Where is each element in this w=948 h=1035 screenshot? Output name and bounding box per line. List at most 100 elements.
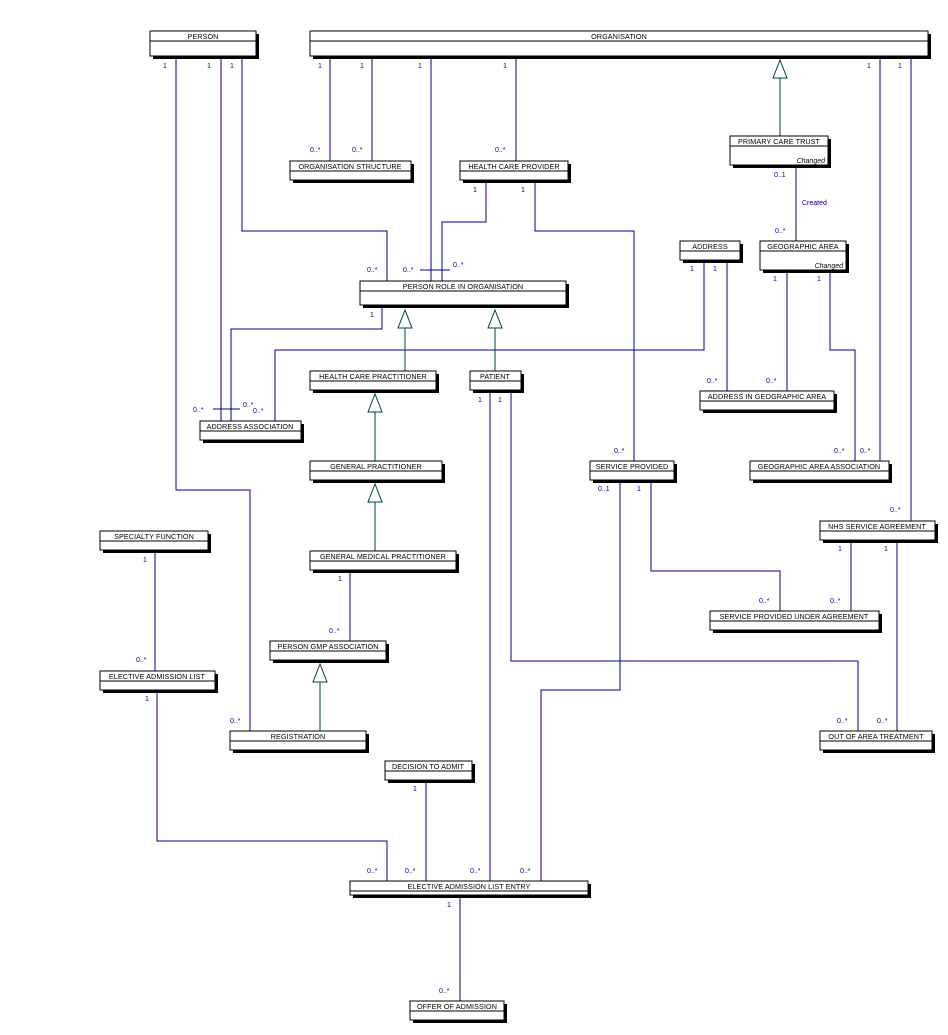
mult-hcp-role: 1	[473, 187, 477, 194]
entity-organisation: ORGANISATION	[309, 30, 931, 59]
person-role-link	[241, 59, 388, 281]
entity-health-care-practitioner: HEALTH CARE PRACTITIONER	[309, 370, 439, 393]
entity-registration: REGISTRATION	[229, 730, 369, 753]
entity-out-of-area-treatment: OUT OF AREA TREATMENT	[819, 730, 935, 753]
entity-elective-admission-list: ELECTIVE ADMISSION LIST	[99, 670, 218, 693]
entity-registration-title: REGISTRATION	[271, 732, 326, 741]
mult-structure-a: 0..*	[310, 147, 321, 154]
entity-organisation-structure: ORGANISATION STRUCTURE	[289, 160, 414, 183]
multiplicity-labels: 1 1 1 1 1 1 1 1 1 0..* 0..* 0..* 1 1 0..…	[136, 63, 902, 995]
mult-gmp-assoc: 1	[338, 576, 342, 583]
entity-organisation-structure-title: ORGANISATION STRUCTURE	[298, 162, 401, 171]
entity-offer-of-admission-title: OFFER OF ADMISSION	[417, 1002, 497, 1011]
mult-specialty-eal: 1	[143, 557, 147, 564]
association-lines	[154, 59, 912, 1001]
mult-org-geo-assoc: 1	[867, 63, 871, 70]
entity-out-of-area-treatment-title: OUT OF AREA TREATMENT	[828, 732, 924, 741]
entity-service-provided-under-agreement: SERVICE PROVIDED UNDER AGREEMENT	[709, 610, 882, 633]
mult-eale-patient: 0..*	[470, 868, 481, 875]
service-spua-link	[650, 482, 781, 611]
mult-eale-eal: 0..*	[367, 868, 378, 875]
gp-inherits-hcpract-arrow	[367, 392, 383, 413]
mult-org-role: 1	[418, 63, 422, 70]
patient-inherits-role-arrow	[487, 308, 503, 329]
mult-eale-service: 0..*	[520, 868, 531, 875]
mult-hcp-service: 1	[521, 187, 525, 194]
entity-person: PERSON	[149, 30, 259, 59]
entity-organisation-title: ORGANISATION	[591, 32, 647, 41]
mult-aiga-address: 0..*	[707, 378, 718, 385]
entity-service-provided: SERVICE PROVIDED	[589, 460, 677, 483]
entity-geographic-area-title: GEOGRAPHIC AREA	[767, 242, 839, 251]
mult-patient-eale: 1	[478, 397, 482, 404]
mult-nhs-org: 0..*	[890, 507, 901, 514]
mult-registration-person: 0..*	[230, 718, 241, 725]
entity-geographic-area: GEOGRAPHIC AREA Changed	[759, 240, 849, 273]
entity-address: ADDRESS	[679, 240, 743, 263]
pct-inherits-org-arrow	[772, 58, 788, 79]
mult-spua-service: 0..*	[759, 598, 770, 605]
mult-address-assoc: 1	[690, 266, 694, 273]
geographic-area-changed-note: Changed	[815, 263, 845, 270]
mult-role-person: 0..*	[367, 267, 378, 274]
entity-person-role-in-organisation-title: PERSON ROLE IN ORGANISATION	[403, 282, 523, 291]
mult-nhs-spua: 1	[838, 546, 842, 553]
mult-role-org: 0..*	[403, 267, 414, 274]
mult-geo-address: 1	[773, 276, 777, 283]
entity-nhs-service-agreement: NHS SERVICE AGREEMENT	[819, 520, 938, 543]
entity-patient: PATIENT	[469, 370, 524, 393]
mult-structure-b: 0..*	[352, 147, 363, 154]
mult-eale-dta: 0..*	[405, 868, 416, 875]
mult-aa-address: 0..*	[253, 408, 264, 415]
mult-offer-eale: 0..*	[439, 988, 450, 995]
created-relationship-label: Created	[802, 200, 827, 207]
role-address-assoc-link	[230, 307, 383, 421]
mult-hcp-org: 0..*	[495, 147, 506, 154]
mult-org-nhs: 1	[898, 63, 902, 70]
entity-address-association-title: ADDRESS ASSOCIATION	[207, 422, 294, 431]
mult-org-structure-1: 1	[318, 63, 322, 70]
entity-nhs-service-agreement-title: NHS SERVICE AGREEMENT	[828, 522, 926, 531]
mult-spua-nhs: 0..*	[830, 598, 841, 605]
mult-person-role: 1	[230, 63, 234, 70]
mult-gaa-geo: 0..*	[834, 448, 845, 455]
eal-eale-link	[156, 692, 388, 881]
mult-address-geo: 1	[713, 266, 717, 273]
entity-general-medical-practitioner: GENERAL MEDICAL PRACTITIONER	[309, 550, 459, 573]
entity-elective-admission-list-entry: ELECTIVE ADMISSION LIST ENTRY	[349, 880, 591, 898]
entity-general-practitioner: GENERAL PRACTITIONER	[309, 460, 445, 483]
entity-person-gmp-association: PERSON GMP ASSOCIATION	[269, 640, 389, 663]
entity-primary-care-trust-title: PRIMARY CARE TRUST	[738, 137, 821, 146]
entity-elective-admission-list-entry-title: ELECTIVE ADMISSION LIST ENTRY	[408, 882, 531, 891]
mult-person-registration: 1	[163, 63, 167, 70]
mult-person-address-assoc: 1	[207, 63, 211, 70]
entity-geographic-area-association-title: GEOGRAPHIC AREA ASSOCIATION	[758, 462, 880, 471]
entity-address-in-geographic-area-title: ADDRESS IN GEOGRAPHIC AREA	[708, 392, 827, 401]
entity-address-association: ADDRESS ASSOCIATION	[199, 420, 304, 443]
entity-health-care-practitioner-title: HEALTH CARE PRACTITIONER	[319, 372, 427, 381]
mult-nhs-ooat: 1	[884, 546, 888, 553]
entity-person-gmp-association-title: PERSON GMP ASSOCIATION	[278, 642, 379, 651]
entity-address-in-geographic-area: ADDRESS IN GEOGRAPHIC AREA	[699, 390, 837, 413]
entity-offer-of-admission: OFFER OF ADMISSION	[409, 1000, 507, 1023]
person-registration-link	[175, 59, 251, 731]
entity-person-title: PERSON	[188, 32, 219, 41]
registration-inherits-gmp-assoc-arrow	[312, 662, 328, 683]
patient-ooat-link	[510, 392, 859, 731]
entity-primary-care-trust: PRIMARY CARE TRUST Changed	[729, 135, 831, 168]
mult-gmp-assoc-many: 0..*	[329, 628, 340, 635]
primary-care-trust-changed-note: Changed	[797, 158, 827, 165]
entity-specialty-function-title: SPECIALTY FUNCTION	[114, 532, 194, 541]
generalisation-links	[312, 58, 788, 731]
entity-geographic-area-association: GEOGRAPHIC AREA ASSOCIATION	[749, 460, 892, 483]
entity-decision-to-admit-title: DECISION TO ADMIT	[392, 762, 465, 771]
mult-geo-pct: 0..*	[775, 228, 786, 235]
mult-ooat-nhs: 0..*	[877, 718, 888, 725]
mult-dta-eale: 1	[413, 786, 417, 793]
mult-patient-ooat: 1	[498, 397, 502, 404]
entity-service-provided-under-agreement-title: SERVICE PROVIDED UNDER AGREEMENT	[720, 612, 869, 621]
entity-health-care-provider: HEALTH CARE PROVIDER	[459, 160, 571, 183]
mult-eal-specialty: 0..*	[136, 657, 147, 664]
geo-geo-assoc-link	[829, 272, 856, 461]
